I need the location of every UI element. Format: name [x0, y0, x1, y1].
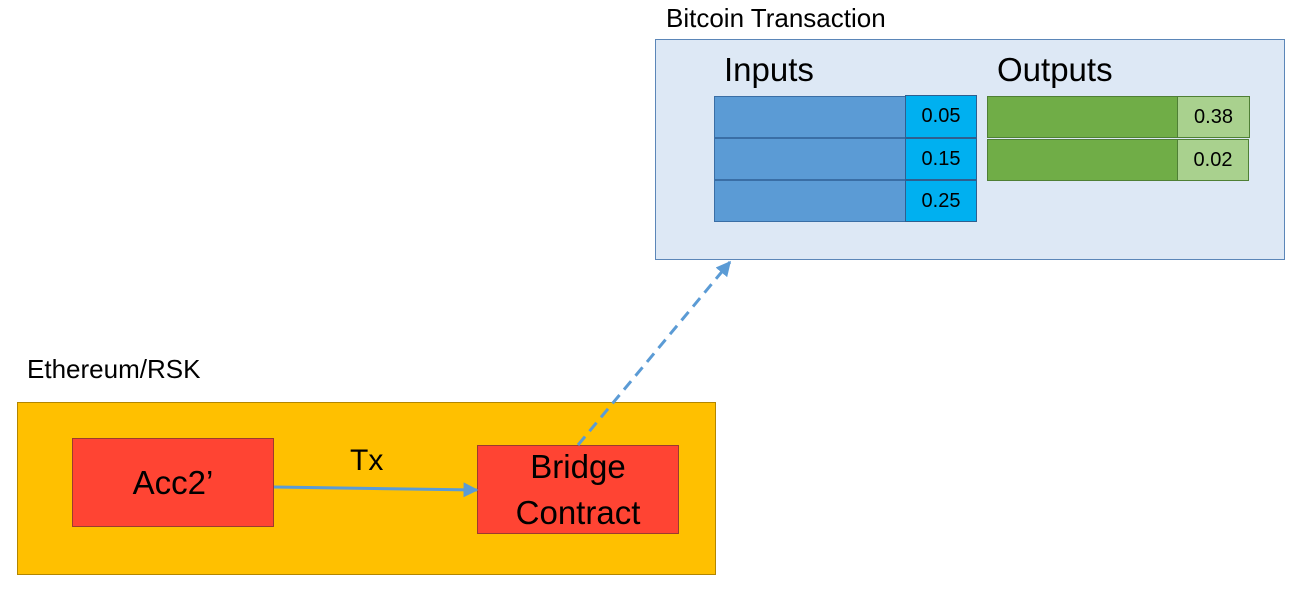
bridge-label-line1: Bridge [530, 447, 626, 485]
output-bar-2 [987, 139, 1178, 181]
input-bar-1 [714, 96, 906, 138]
output-value-1: 0.38 [1177, 96, 1250, 138]
input-value-3: 0.25 [905, 180, 977, 222]
input-bar-3 [714, 180, 906, 222]
bitcoin-transaction-title: Bitcoin Transaction [666, 3, 886, 33]
inputs-heading: Inputs [724, 51, 814, 88]
bridge-contract-box: Bridge Contract [477, 445, 679, 534]
output-value-2: 0.02 [1177, 139, 1249, 181]
bridge-label-line2: Contract [515, 493, 641, 531]
account-box: Acc2’ [72, 438, 274, 527]
output-bar-1 [987, 96, 1178, 138]
account-label: Acc2’ [132, 463, 214, 501]
input-value-1: 0.05 [905, 95, 977, 138]
tx-label: Tx [350, 444, 384, 477]
outputs-heading: Outputs [997, 51, 1113, 88]
input-value-2: 0.15 [905, 138, 977, 180]
input-bar-2 [714, 138, 906, 180]
ethereum-rsk-title: Ethereum/RSK [27, 354, 201, 384]
